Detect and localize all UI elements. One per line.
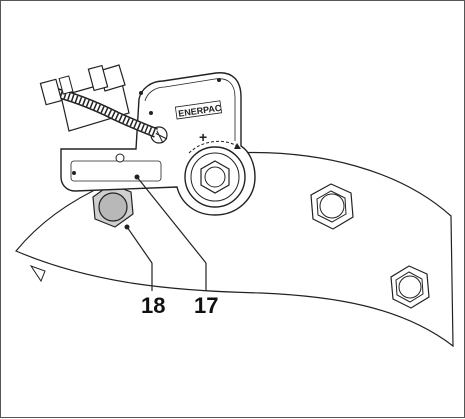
highlighted-nut-icon: [92, 183, 134, 228]
hex-nut-icon-2: [390, 265, 430, 309]
hose-fitting-3: [87, 64, 109, 92]
callout-17: 17: [194, 293, 218, 318]
hex-nut-icon: [310, 183, 354, 230]
rivet-3: [217, 78, 221, 82]
hose-fitting-2: [58, 75, 74, 95]
direction-plus: +: [199, 129, 207, 145]
direction-arc: [188, 140, 240, 154]
flange-notch: [29, 265, 46, 283]
hose-fitting-1: [39, 78, 63, 106]
callout-18-leader: [126, 226, 153, 264]
reaction-arm: [70, 160, 162, 182]
direction-arrowhead: [234, 143, 241, 149]
callout-18: 18: [141, 293, 165, 318]
rivet-1: [72, 171, 76, 175]
callout-17-leader: [136, 176, 207, 264]
wrench-drive-socket: [184, 146, 246, 208]
brand-plate: [174, 100, 223, 120]
rivet-4: [149, 111, 153, 115]
rivet-2: [139, 91, 143, 95]
hydraulic-hose-icon: [47, 86, 158, 138]
pivot-pin: [115, 153, 125, 163]
wrench-plate-inner: [144, 78, 236, 141]
